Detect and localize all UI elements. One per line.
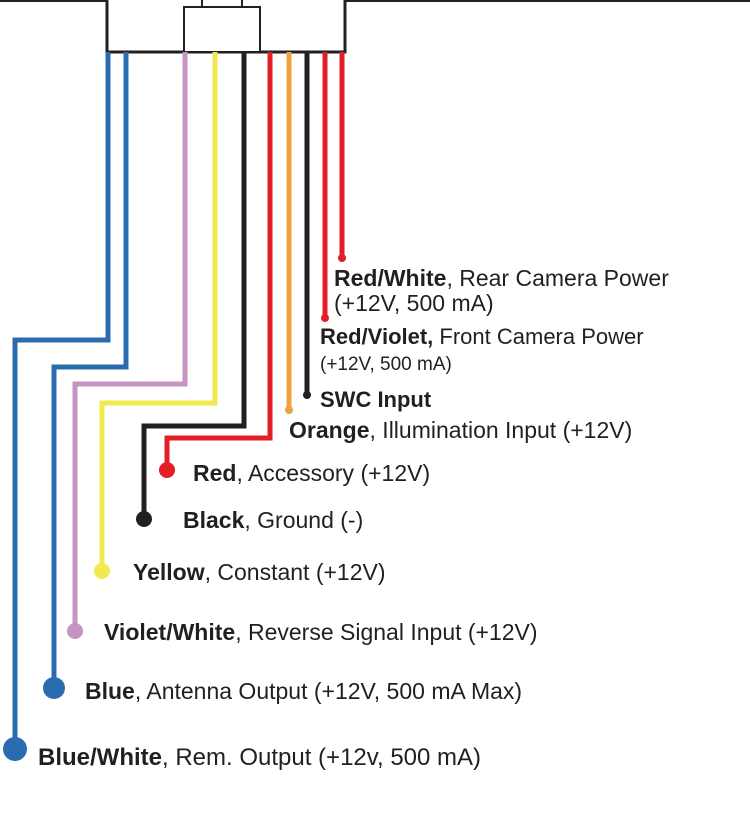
label-violet-white: Violet/White, Reverse Signal Input (+12V…: [104, 619, 538, 645]
wire-red: [164, 52, 273, 470]
wire-name-orange: Orange: [289, 417, 370, 443]
label-red-white-line2: (+12V, 500 mA): [334, 290, 494, 316]
wire-desc-red-white: , Rear Camera Power: [446, 265, 669, 291]
wire-desc-red: , Accessory (+12V): [236, 460, 430, 486]
label-orange: Orange, Illumination Input (+12V): [289, 417, 632, 443]
terminal-red-white: [338, 254, 346, 262]
wire-yellow: [99, 52, 218, 571]
label-blue-white: Blue/White, Rem. Output (+12v, 500 mA): [38, 744, 481, 771]
label-red-violet-line2: (+12V, 500 mA): [320, 354, 452, 375]
wire-name-black: Black: [183, 507, 245, 533]
wire-blue-white: [12, 52, 111, 749]
wire-desc-blue: , Antenna Output (+12V, 500 mA Max): [135, 678, 522, 704]
label-yellow: Yellow, Constant (+12V): [133, 559, 386, 585]
wire-desc-orange: , Illumination Input (+12V): [370, 417, 633, 443]
wire-desc-violet-white: , Reverse Signal Input (+12V): [235, 619, 537, 645]
wire-name-yellow: Yellow: [133, 559, 205, 585]
label-red-violet: Red/Violet, Front Camera Power: [320, 324, 644, 349]
wire-black: [141, 52, 247, 519]
connector-plug: [183, 6, 261, 53]
wire-desc2-red-violet: (+12V, 500 mA): [320, 354, 452, 375]
terminal-yellow: [94, 563, 110, 579]
wire-desc-black: , Ground (-): [244, 507, 363, 533]
label-red-white: Red/White, Rear Camera Power: [334, 265, 669, 291]
terminal-black: [136, 511, 152, 527]
wire-name-red-white: Red/White: [334, 265, 446, 291]
wire-violet-white: [72, 52, 188, 631]
wire-name-violet-white: Violet/White: [104, 619, 235, 645]
wire-desc-red-violet: Front Camera Power: [433, 324, 643, 349]
terminal-red-violet: [321, 314, 329, 322]
label-swc: SWC Input: [320, 387, 432, 412]
wire-terminals: [3, 254, 346, 761]
wire-name-swc: SWC Input: [320, 387, 432, 412]
wire-desc2-red-white: (+12V, 500 mA): [334, 290, 494, 316]
wire-paths: [12, 52, 345, 749]
wire-desc-blue-white: , Rem. Output (+12v, 500 mA): [162, 744, 481, 771]
terminal-swc: [303, 391, 311, 399]
terminal-blue-white: [3, 737, 27, 761]
wire-blue: [51, 52, 129, 688]
terminal-red: [159, 462, 175, 478]
wire-name-blue-white: Blue/White: [38, 744, 162, 771]
label-red: Red, Accessory (+12V): [193, 460, 430, 486]
terminal-violet-white: [67, 623, 83, 639]
wire-name-red: Red: [193, 460, 236, 486]
wire-name-blue: Blue: [85, 678, 135, 704]
wire-name-red-violet: Red/Violet,: [320, 324, 433, 349]
wire-desc-yellow: , Constant (+12V): [205, 559, 386, 585]
label-black: Black, Ground (-): [183, 507, 363, 533]
terminal-orange: [285, 406, 293, 414]
label-blue: Blue, Antenna Output (+12V, 500 mA Max): [85, 678, 522, 704]
terminal-blue: [43, 677, 65, 699]
